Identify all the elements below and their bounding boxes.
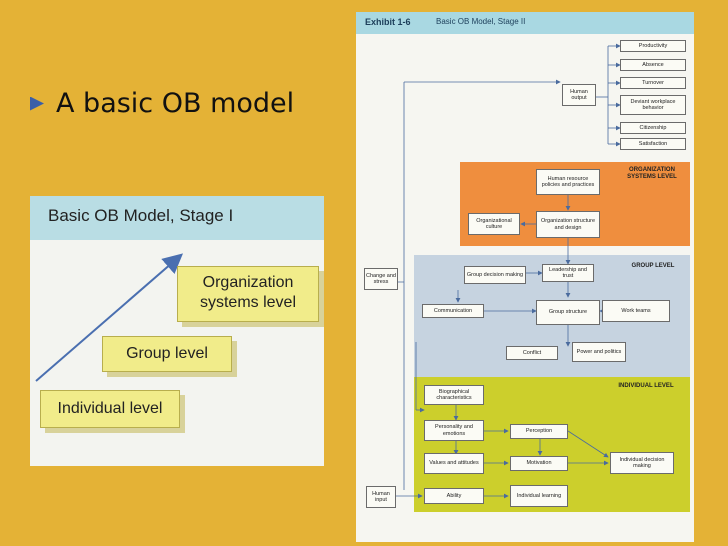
leadership-trust-box: Leadership and trust (542, 264, 594, 282)
stage1-org-line1: Organization (202, 274, 294, 291)
stage1-header (30, 196, 324, 240)
stage1-arrow (35, 253, 184, 382)
communication-box: Communication (422, 304, 484, 318)
hr-policies-box: Human resource policies and practices (536, 169, 600, 195)
biographical-box: Biographical characteristics (424, 385, 484, 405)
perception-box: Perception (510, 424, 568, 439)
outcome-satisfaction: Satisfaction (620, 138, 686, 150)
individual-learning-box: Individual learning (510, 485, 568, 507)
stage1-figure: Basic OB Model, Stage I Organization sys… (30, 196, 324, 466)
personality-box: Personality and emotions (424, 420, 484, 441)
conflict-box: Conflict (506, 346, 558, 360)
human-input-box: Human input (366, 486, 396, 508)
power-politics-box: Power and politics (572, 342, 626, 362)
stage1-org-line2: systems level (199, 294, 297, 311)
exhibit-label: Exhibit 1-6 (365, 17, 411, 27)
individual-decision-box: Individual decision making (610, 452, 674, 474)
stage1-group-box: Group level (102, 336, 232, 372)
org-culture-box: Organizational culture (468, 213, 520, 235)
exhibit-header (356, 12, 694, 34)
group-structure-box: Group structure (536, 300, 600, 325)
group-level-label: GROUP LEVEL (631, 263, 675, 269)
human-output-box: Human output (562, 84, 596, 106)
change-stress-box: Change and stress (364, 268, 398, 290)
ability-box: Ability (424, 488, 484, 504)
bullet-arrow-icon (30, 96, 44, 111)
stage2-exhibit: Exhibit 1-6 Basic OB Model, Stage II (356, 12, 694, 542)
org-structure-box: Organization structure and design (536, 211, 600, 238)
individual-level-label: INDIVIDUAL LEVEL (618, 383, 674, 389)
stage1-individual-box: Individual level (40, 390, 180, 428)
org-level-label: ORGANIZATION SYSTEMS LEVEL (627, 167, 677, 180)
group-decision-box: Group decision making (464, 266, 526, 284)
stage1-organization-box: Organization systems level (177, 266, 319, 322)
motivation-box: Motivation (510, 456, 568, 471)
exhibit-title: Basic OB Model, Stage II (436, 17, 526, 26)
values-attitudes-box: Values and attitudes (424, 453, 484, 474)
exhibit-connectors (384, 43, 622, 499)
bullet-item: A basic OB model (30, 88, 294, 119)
outcome-citizenship: Citizenship (620, 122, 686, 134)
bullet-text: A basic OB model (56, 88, 295, 119)
stage1-title: Basic OB Model, Stage I (48, 206, 234, 225)
outcome-absence: Absence (620, 59, 686, 71)
outcome-turnover: Turnover (620, 77, 686, 89)
outcome-productivity: Productivity (620, 40, 686, 52)
outcome-deviant-behavior: Deviant workplace behavior (620, 95, 686, 115)
work-teams-box: Work teams (602, 300, 670, 322)
